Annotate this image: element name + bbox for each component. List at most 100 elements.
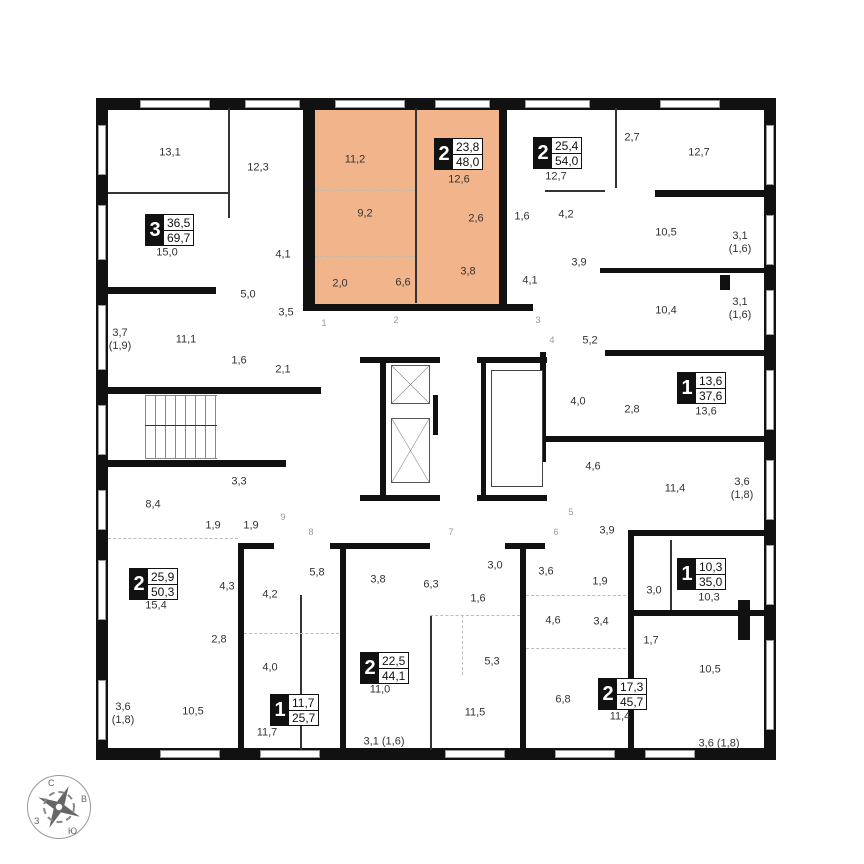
room-count: 1 [678, 559, 696, 589]
wall [96, 460, 286, 467]
total-area: 50,3 [151, 584, 175, 599]
room-area-label: 3,6 (1,8) [698, 737, 740, 750]
room-count: 3 [146, 215, 164, 245]
partition [300, 595, 302, 750]
room-area-label: 1,7 [643, 634, 659, 647]
room-area-label: 3,9 [571, 256, 587, 269]
wall [720, 275, 730, 290]
window [140, 100, 210, 108]
wall [340, 543, 346, 750]
window [98, 305, 106, 370]
zone-divider [108, 538, 238, 539]
window [555, 750, 615, 758]
room-area-label: 11,1 [175, 333, 197, 346]
room-area-label: 3,1 (1,6) [728, 230, 752, 255]
room-area-label: 6,6 [395, 276, 411, 289]
room-area-label: 1,9 [243, 519, 259, 532]
total-area: 37,6 [699, 388, 723, 403]
wall [738, 600, 750, 640]
entrance-door-number: 4 [549, 335, 555, 345]
room-area-label: 4,2 [262, 588, 278, 601]
room-area-label: 1,9 [592, 575, 608, 588]
room-area-label: 2,8 [624, 403, 640, 416]
total-area: 69,7 [167, 230, 191, 245]
room-area-label: 13,6 [695, 405, 717, 418]
total-area: 35,0 [699, 574, 723, 589]
core-elevator-shaft-frame [360, 357, 440, 363]
room-area-label: 12,7 [545, 170, 567, 183]
wall [238, 543, 244, 750]
compass-east: В [81, 794, 88, 804]
total-area: 54,0 [555, 153, 579, 168]
window [335, 100, 405, 108]
window [435, 100, 490, 108]
room-area-label: 10,4 [655, 304, 677, 317]
room-area-label: 1,6 [231, 354, 247, 367]
stair-landing [145, 425, 217, 426]
wall [633, 610, 768, 616]
room-area-label: 2,8 [211, 633, 227, 646]
zone-divider [315, 256, 415, 257]
room-area-label: 11,0 [369, 683, 391, 696]
core-elevator-shaft-frame [433, 395, 438, 435]
zone-divider [315, 190, 415, 191]
room-area-label: 15,0 [156, 246, 178, 259]
room-area-label: 3,4 [593, 615, 609, 628]
partition [545, 190, 605, 192]
room-area-label: 3,1 (1,6) [363, 735, 405, 748]
wall-highlight-right [499, 98, 507, 308]
window [766, 290, 774, 335]
room-area-label: 4,6 [585, 460, 601, 473]
room-area-label: 12,3 [247, 161, 269, 174]
room-area-label: 3,0 [646, 584, 662, 597]
room-area-label: 1,6 [514, 210, 530, 223]
room-area-label: 2,1 [275, 363, 291, 376]
room-area-label: 3,7 (1,9) [108, 327, 132, 352]
zone-divider [244, 633, 339, 634]
living-area: 25,4 [552, 139, 582, 154]
core-frame [477, 357, 547, 363]
core-frame [477, 495, 547, 501]
room-area-label: 15,4 [145, 599, 167, 612]
room-area-label: 6,8 [555, 693, 571, 706]
wall [540, 436, 768, 442]
wall-highlight-bottom [303, 304, 533, 311]
zone-divider [526, 648, 626, 649]
room-area-label: 5,3 [484, 655, 500, 668]
partition [615, 108, 617, 188]
room-count: 2 [435, 139, 453, 169]
room-area-label: 5,8 [309, 566, 325, 579]
room-area-label: 2,6 [468, 212, 484, 225]
room-area-label: 3,8 [460, 265, 476, 278]
zone-divider [462, 615, 463, 675]
room-area-label: 11,4 [664, 482, 686, 495]
core-elevator-shaft-frame [360, 495, 440, 501]
room-area-label: 2,7 [624, 131, 640, 144]
room-area-label: 2,0 [332, 277, 348, 290]
window [766, 460, 774, 520]
room-area-label: 3,5 [278, 306, 294, 319]
room-count: 1 [271, 695, 289, 725]
room-area-label: 6,3 [423, 578, 439, 591]
entrance-door-number: 3 [535, 315, 541, 325]
living-area: 11,7 [289, 696, 319, 711]
room-area-label: 3,6 (1,8) [111, 701, 135, 726]
living-area: 10,3 [696, 560, 726, 575]
window [98, 405, 106, 455]
entrance-door-number: 7 [448, 527, 454, 537]
room-count: 1 [678, 373, 696, 403]
total-area: 45,7 [620, 694, 644, 709]
elevator-shaft-large [391, 418, 430, 483]
elevator-shaft-small [391, 365, 430, 404]
living-area: 13,6 [696, 374, 726, 389]
wall [330, 543, 430, 549]
